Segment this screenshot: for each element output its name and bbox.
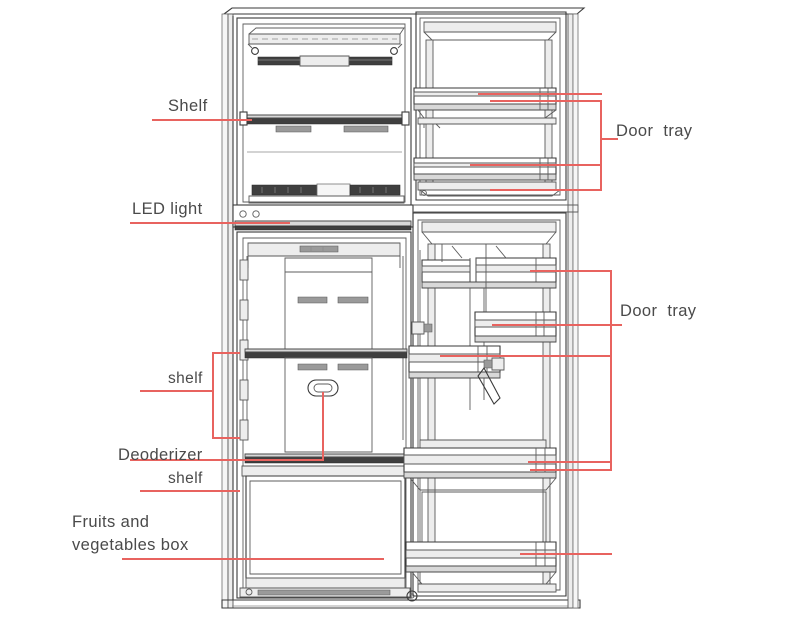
door-tray-fridge-mid (474, 311, 557, 343)
refrigerator-door (403, 212, 567, 602)
leader-door-tray-upper (600, 138, 618, 140)
leader-tray-fridge-mid-touch (492, 324, 612, 326)
bracket-door-tray-upper-top (490, 100, 602, 102)
door-tray-fridge-lower (408, 345, 501, 379)
bracket-door-tray-lower-tail (610, 461, 612, 471)
bracket-shelf-mid-top (212, 352, 240, 354)
bracket-shelf-mid (212, 352, 214, 438)
door-bin-bottom (405, 491, 557, 585)
bracket-door-tray-upper-bottom (490, 189, 602, 191)
leader-bin-bottom-touch (520, 553, 612, 555)
cabinet-outline (221, 7, 586, 609)
leader-shelf-freezer (152, 119, 252, 121)
leader-bin-lower-touch (528, 461, 612, 463)
label-deoderizer: Deoderizer (118, 446, 203, 464)
leader-tray-freezer-lower-touch (470, 164, 602, 166)
door-tray-freezer-lower (413, 157, 557, 181)
label-led-light: LED light (132, 200, 203, 218)
label-door-tray-upper: Door tray (616, 122, 693, 140)
label-fruits-vegetables-box-line1: Fruits and (72, 513, 150, 531)
leader-tray-fridge-lower-touch (440, 355, 612, 357)
freezer-door (413, 11, 567, 201)
bracket-shelf-mid-bottom (212, 437, 240, 439)
bracket-door-tray-upper (600, 100, 602, 190)
bracket-door-tray-lower (610, 270, 612, 470)
leader-door-tray-lower (610, 324, 622, 326)
label-shelf-mid: shelf (168, 370, 203, 387)
leader-led-light (130, 222, 290, 224)
leader-deoderizer-vertical (322, 392, 324, 460)
leader-deoderizer-horizontal (130, 459, 324, 461)
leader-fruits-vegetables-box (122, 558, 384, 560)
leader-tray-fridge-upper-touch (533, 270, 612, 272)
label-fruits-vegetables-box-line2: vegetables box (72, 536, 189, 554)
freezer-compartment (236, 17, 412, 209)
leader-shelf-mid (140, 390, 213, 392)
door-tray-fridge-upper (421, 257, 557, 289)
leader-shelf-lower (140, 490, 240, 492)
label-door-tray-lower: Door tray (620, 302, 697, 320)
door-bin-lower (403, 447, 557, 491)
refrigerator-compartment (236, 231, 412, 599)
leader-tray-freezer-upper-touch (478, 93, 602, 95)
bracket-door-tray-lower-bottom (530, 469, 612, 471)
label-shelf-freezer: Shelf (168, 97, 208, 115)
label-shelf-lower: shelf (168, 470, 203, 487)
